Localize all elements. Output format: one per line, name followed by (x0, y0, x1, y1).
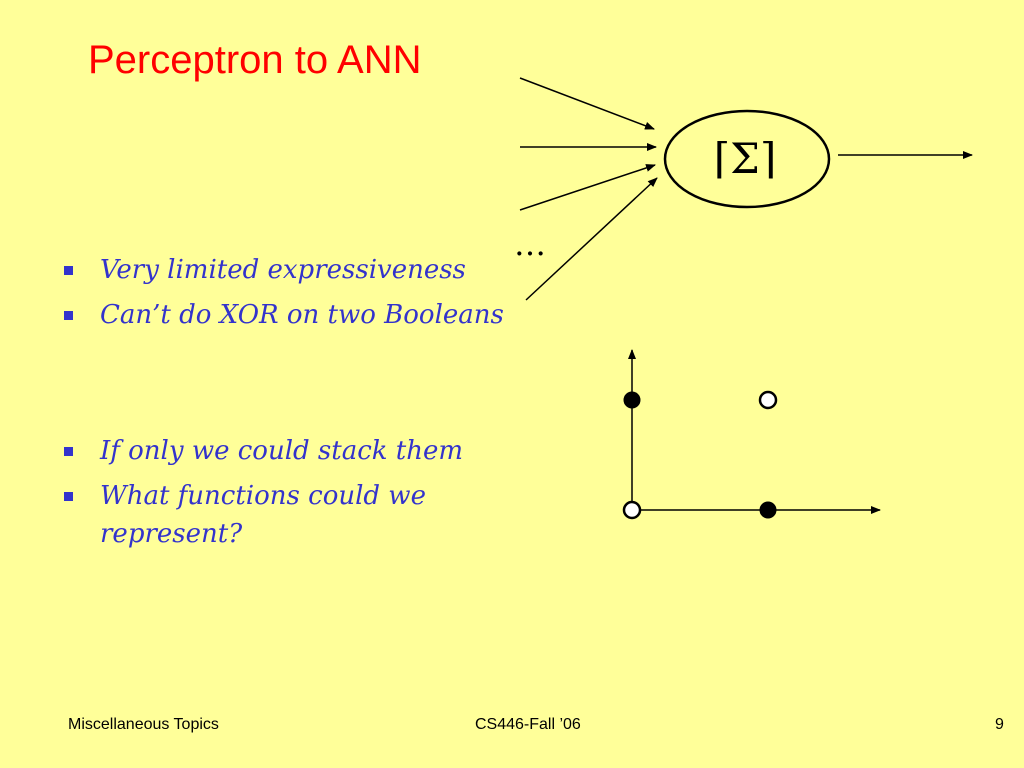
footer-page-number: 9 (995, 716, 1004, 733)
bullet-text-3: If only we could stack them (100, 436, 464, 466)
bullet-text-1: Very limited expressiveness (100, 255, 466, 285)
bullet-text-4a: What functions could we (100, 481, 426, 511)
footer-left: Miscellaneous Topics (68, 716, 219, 733)
bullet-text-2: Can’t do XOR on two Booleans (100, 300, 504, 330)
more-inputs-ellipsis: … (514, 225, 546, 263)
summation-node (663, 109, 831, 209)
xor-point-1-1-open (758, 390, 778, 410)
bullet-marker-1 (64, 266, 73, 275)
bullet-marker-2 (64, 311, 73, 320)
xor-point-0-0-open (622, 500, 642, 520)
bullet-marker-3 (64, 447, 73, 456)
xor-points (622, 390, 778, 520)
input-arrow-3 (519, 164, 656, 211)
xor-point-0-1-filled (623, 391, 641, 409)
bullet-marker-4 (64, 492, 73, 501)
input-arrow-4 (525, 177, 658, 301)
bullet-text-4b: represent? (100, 519, 243, 549)
slide-title: Perceptron to ANN (88, 38, 422, 82)
footer-center: CS446-Fall ’06 (475, 716, 581, 733)
summation-symbol: ⌈Σ⌉ (714, 134, 776, 183)
input-arrow-1 (519, 77, 655, 130)
xor-point-1-0-filled (759, 501, 777, 519)
